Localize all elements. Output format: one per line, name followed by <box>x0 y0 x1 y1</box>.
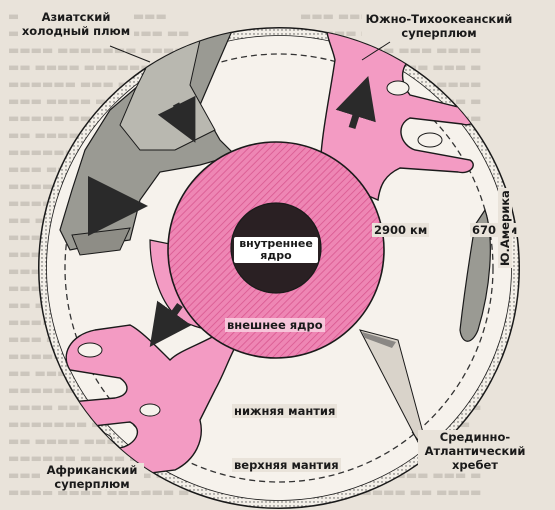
arrow-icon <box>157 95 196 143</box>
label-mid-atlantic-ridge: Срединно-Атлантический хребет <box>418 430 532 472</box>
label-depth-2900: 2900 км <box>372 223 430 237</box>
plume-blob <box>386 80 410 96</box>
label-upper-mantle: верхняя мантия <box>232 458 341 472</box>
boundary-670-line <box>64 53 494 483</box>
plume-blob <box>87 432 113 448</box>
label-south-pacific-superplume: Южно-Тихоокеанский суперплюм <box>362 12 516 40</box>
plume-blob <box>77 342 103 358</box>
crust-rim <box>39 28 519 508</box>
south-america-slab <box>459 208 491 342</box>
label-lower-mantle: нижняя мантия <box>232 404 338 418</box>
arrow-icon <box>149 300 192 348</box>
label-african-superplume: Африканский суперплюм <box>40 463 144 491</box>
label-inner-core: внутреннее ядро <box>234 237 318 263</box>
label-south-america: Ю.Америка <box>498 188 512 268</box>
label-outer-core: внешнее ядро <box>225 318 325 332</box>
plume-blob <box>417 132 443 148</box>
label-asian-plume: Азиатский холодный плюм <box>18 10 134 38</box>
south-pacific-superplume <box>319 28 476 202</box>
plume-blob <box>139 403 161 417</box>
arrow-icon <box>335 75 376 130</box>
